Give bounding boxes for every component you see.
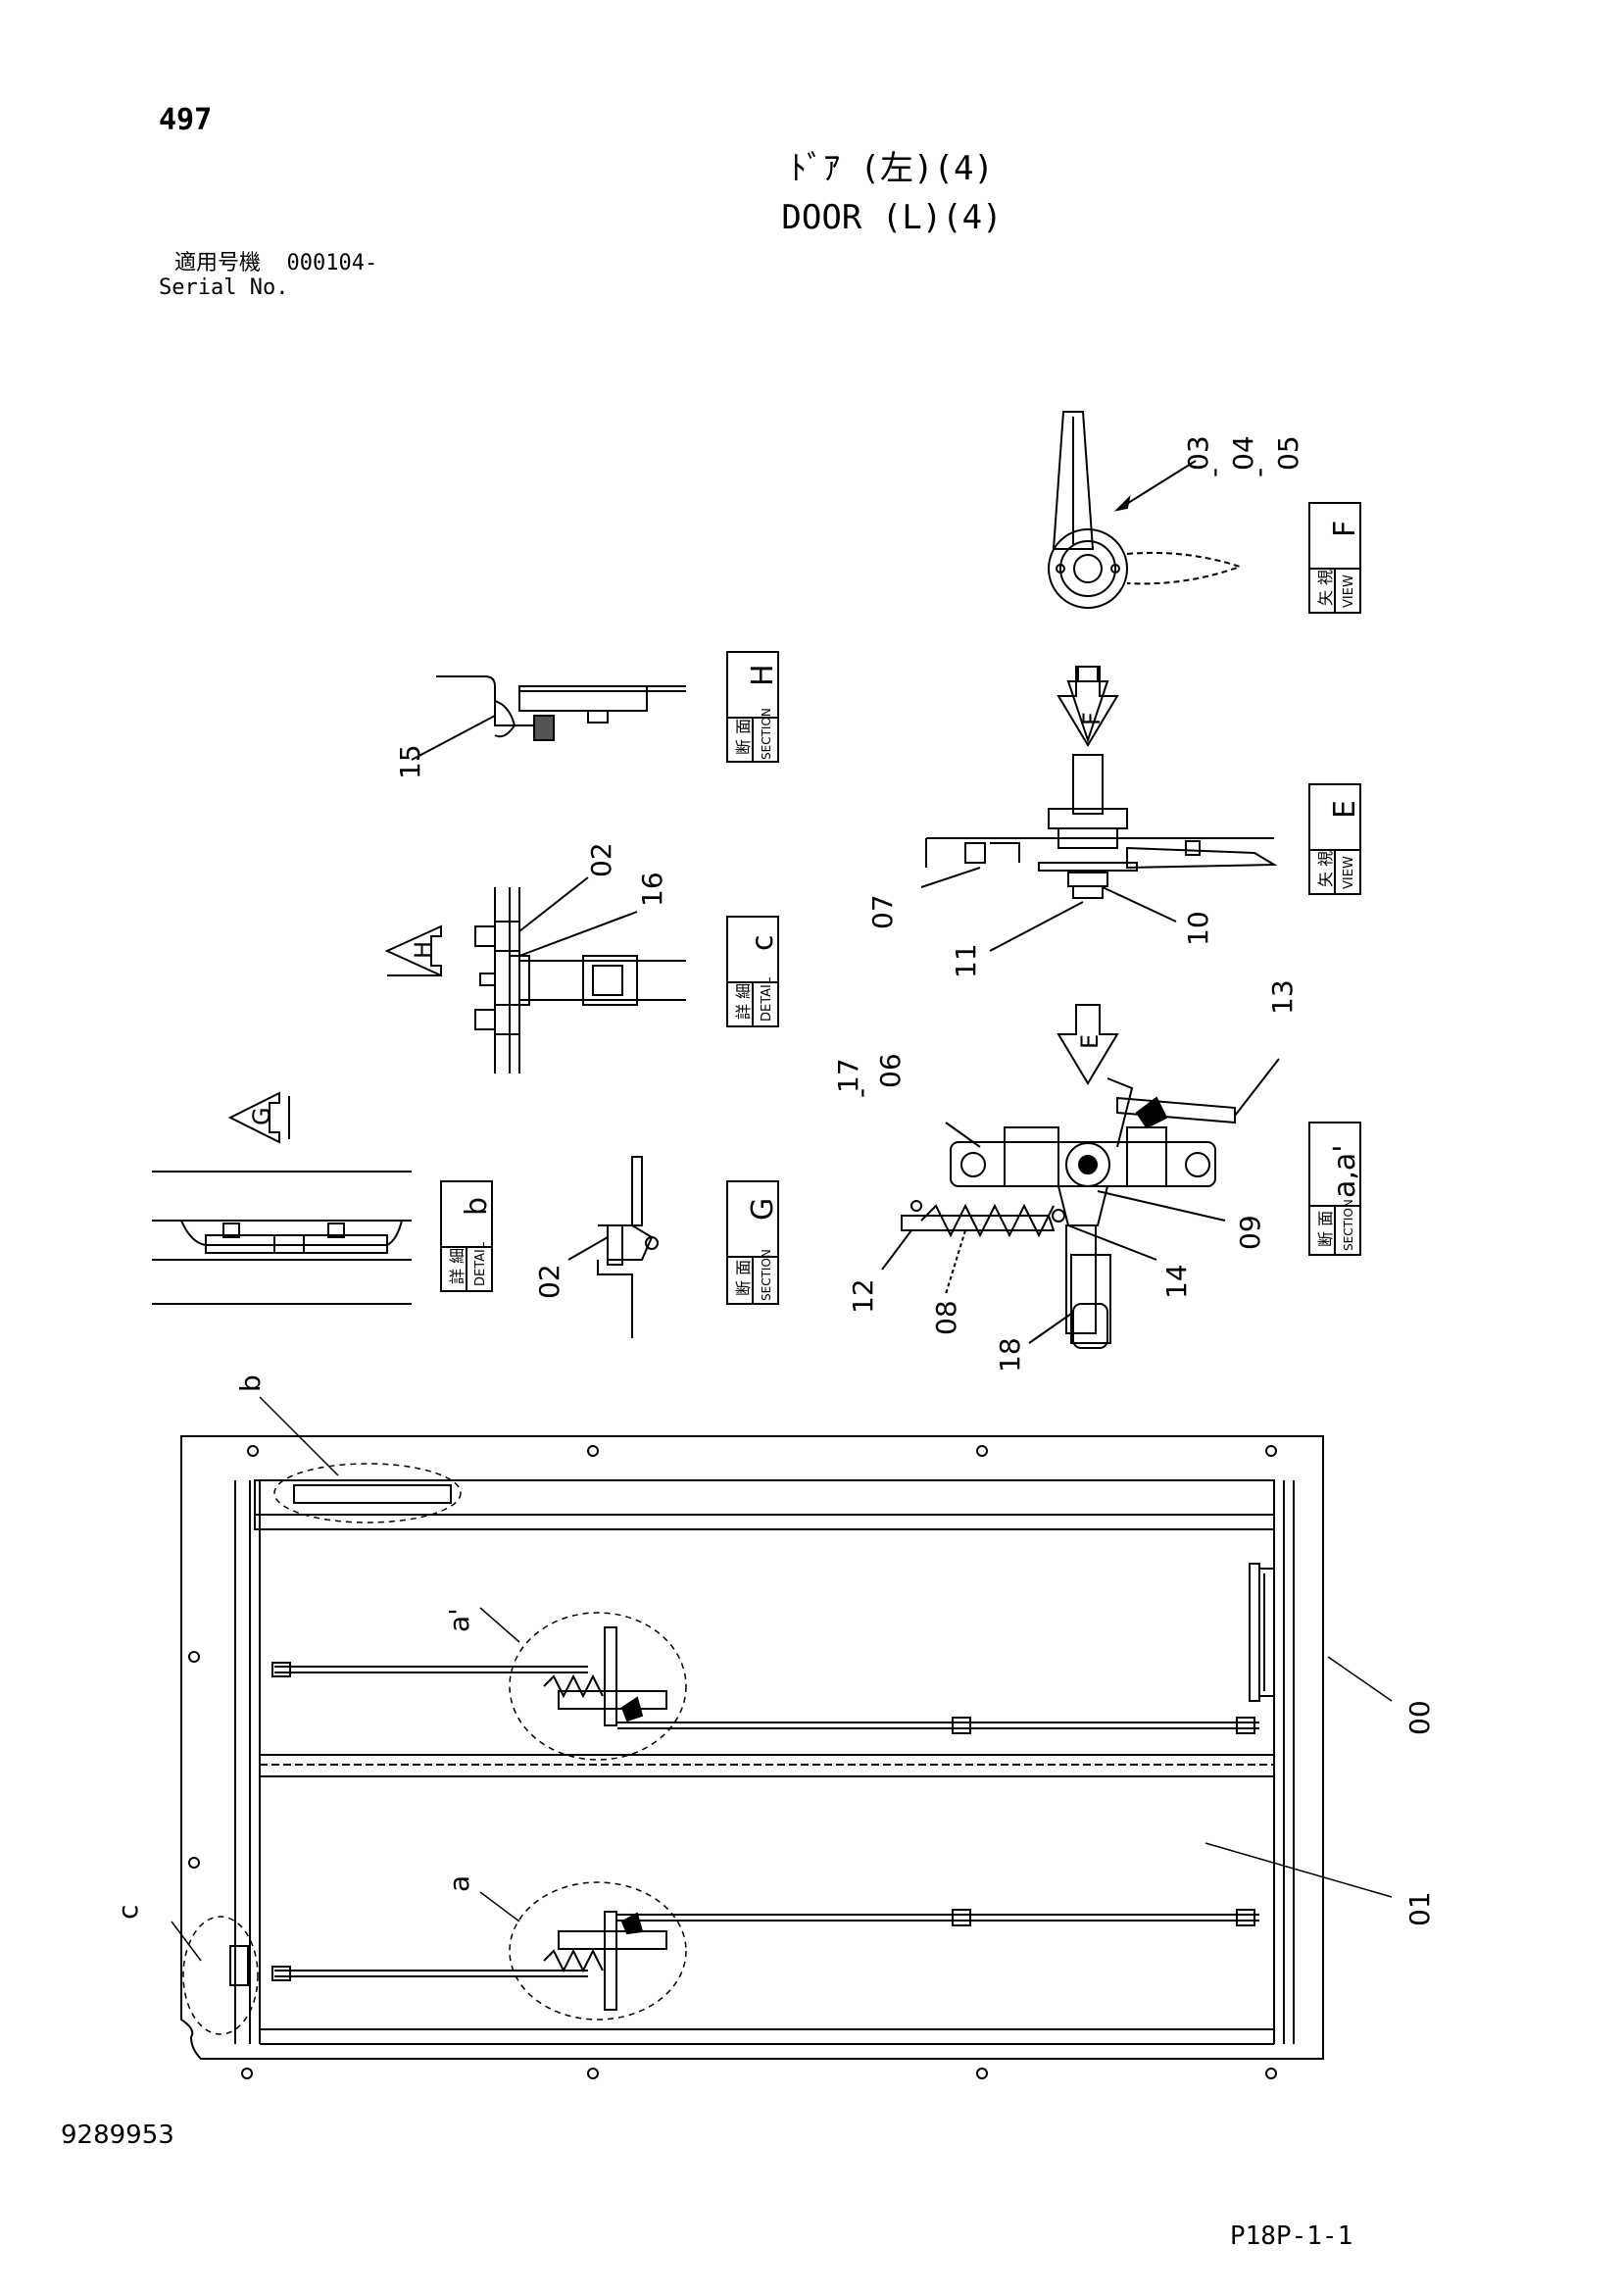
detail-b-en: DETAIL: [473, 1241, 488, 1286]
section-g: [567, 1156, 659, 1338]
section-aa-jp: 断 面: [1316, 1211, 1335, 1247]
section-h-letter: H: [746, 664, 780, 686]
part-label-dash-2: -: [1243, 468, 1275, 477]
section-aa-letter: a,a': [1328, 1144, 1362, 1198]
serial-label-english: Serial No.: [159, 275, 289, 300]
part-label-dash-1: -: [1198, 468, 1230, 477]
part-label-03: 03: [1182, 435, 1214, 471]
arrow-g: [227, 1091, 290, 1144]
view-f-letter: F: [1328, 521, 1362, 537]
part-label-08: 08: [930, 1300, 962, 1335]
part-label-11: 11: [950, 943, 982, 978]
door-main-view: [180, 1435, 1324, 2079]
detail-b-letter: b: [460, 1197, 494, 1216]
part-label-06: 06: [874, 1053, 907, 1088]
section-aa-en: SECTION: [1342, 1199, 1355, 1251]
part-label-dash-3: -: [845, 1088, 877, 1098]
part-label-07: 07: [866, 894, 899, 929]
part-label-00: 00: [1403, 1700, 1436, 1735]
part-label-14: 14: [1160, 1264, 1193, 1299]
section-g-label-box: [726, 1180, 779, 1305]
arrow-f: [1057, 666, 1119, 747]
detail-c-letter: c: [746, 935, 780, 952]
callout-c: c: [112, 1905, 144, 1920]
part-label-09: 09: [1234, 1215, 1266, 1250]
hinge-view-e: [920, 754, 1278, 952]
detail-c-jp: 詳 細: [734, 983, 753, 1020]
detail-c: [474, 876, 686, 1073]
callout-b: b: [234, 1374, 267, 1392]
view-f-jp: 矢 視: [1316, 570, 1335, 606]
arrow-f-letter: F: [1078, 712, 1106, 725]
arrow-g-letter: G: [248, 1107, 275, 1125]
view-f-en: VIEW: [1342, 574, 1356, 608]
arrow-h-letter: H: [410, 941, 437, 959]
title-english: DOOR (L)(4): [781, 198, 1003, 237]
part-label-18: 18: [994, 1337, 1026, 1373]
part-label-01: 01: [1403, 1891, 1436, 1926]
latch-mechanism: [881, 1058, 1280, 1349]
section-g-jp: 断 面: [734, 1260, 753, 1296]
detail-b: [152, 1171, 412, 1305]
detail-c-en: DETAIL: [760, 976, 774, 1022]
part-label-04: 04: [1227, 435, 1259, 471]
serial-label-jp-text: 適用号機: [174, 251, 262, 275]
drawing-number: 9289953: [61, 2121, 174, 2150]
section-aa-label-box: [1308, 1122, 1361, 1256]
handle-view-f: [1048, 411, 1244, 609]
part-label-13: 13: [1266, 979, 1299, 1015]
detail-b-label-box: [440, 1180, 493, 1292]
part-label-16: 16: [636, 872, 668, 907]
section-h-label-box: [726, 651, 779, 763]
section-h-jp: 断 面: [734, 719, 753, 755]
detail-c-label-box: [726, 916, 779, 1027]
title-japanese: ﾄﾞｱ (左)(4): [790, 149, 994, 188]
view-e-en: VIEW: [1342, 856, 1356, 889]
part-label-02-bottom: 02: [533, 1264, 565, 1299]
part-label-05: 05: [1272, 435, 1304, 471]
part-label-15: 15: [394, 744, 426, 779]
section-g-en: SECTION: [760, 1249, 773, 1301]
section-h: [411, 675, 686, 761]
page-number: 497: [159, 103, 213, 137]
view-e-jp: 矢 視: [1316, 851, 1335, 887]
serial-value: 000104-: [286, 251, 378, 275]
arrow-e-letter: E: [1076, 1034, 1104, 1049]
serial-label-japanese: 適用号機 000104-: [174, 253, 377, 275]
view-e-letter: E: [1328, 800, 1362, 819]
part-label-17: 17: [832, 1058, 864, 1093]
page-code: P18P-1-1: [1230, 2221, 1353, 2251]
view-e-label-box: [1308, 783, 1361, 895]
section-g-letter: G: [746, 1198, 780, 1221]
view-f-label-box: [1308, 502, 1361, 614]
callout-a-prime: a': [443, 1608, 475, 1632]
part-label-12: 12: [847, 1278, 879, 1314]
detail-b-jp: 詳 細: [448, 1248, 467, 1284]
callout-a: a: [443, 1875, 475, 1892]
part-label-10: 10: [1182, 911, 1214, 946]
leader-lines: [171, 1396, 1393, 1962]
part-label-02-top: 02: [585, 842, 617, 877]
section-h-en: SECTION: [760, 708, 773, 760]
arrow-h: [384, 924, 442, 977]
arrow-e: [1057, 1004, 1119, 1085]
callout-circles: [182, 1463, 687, 2035]
